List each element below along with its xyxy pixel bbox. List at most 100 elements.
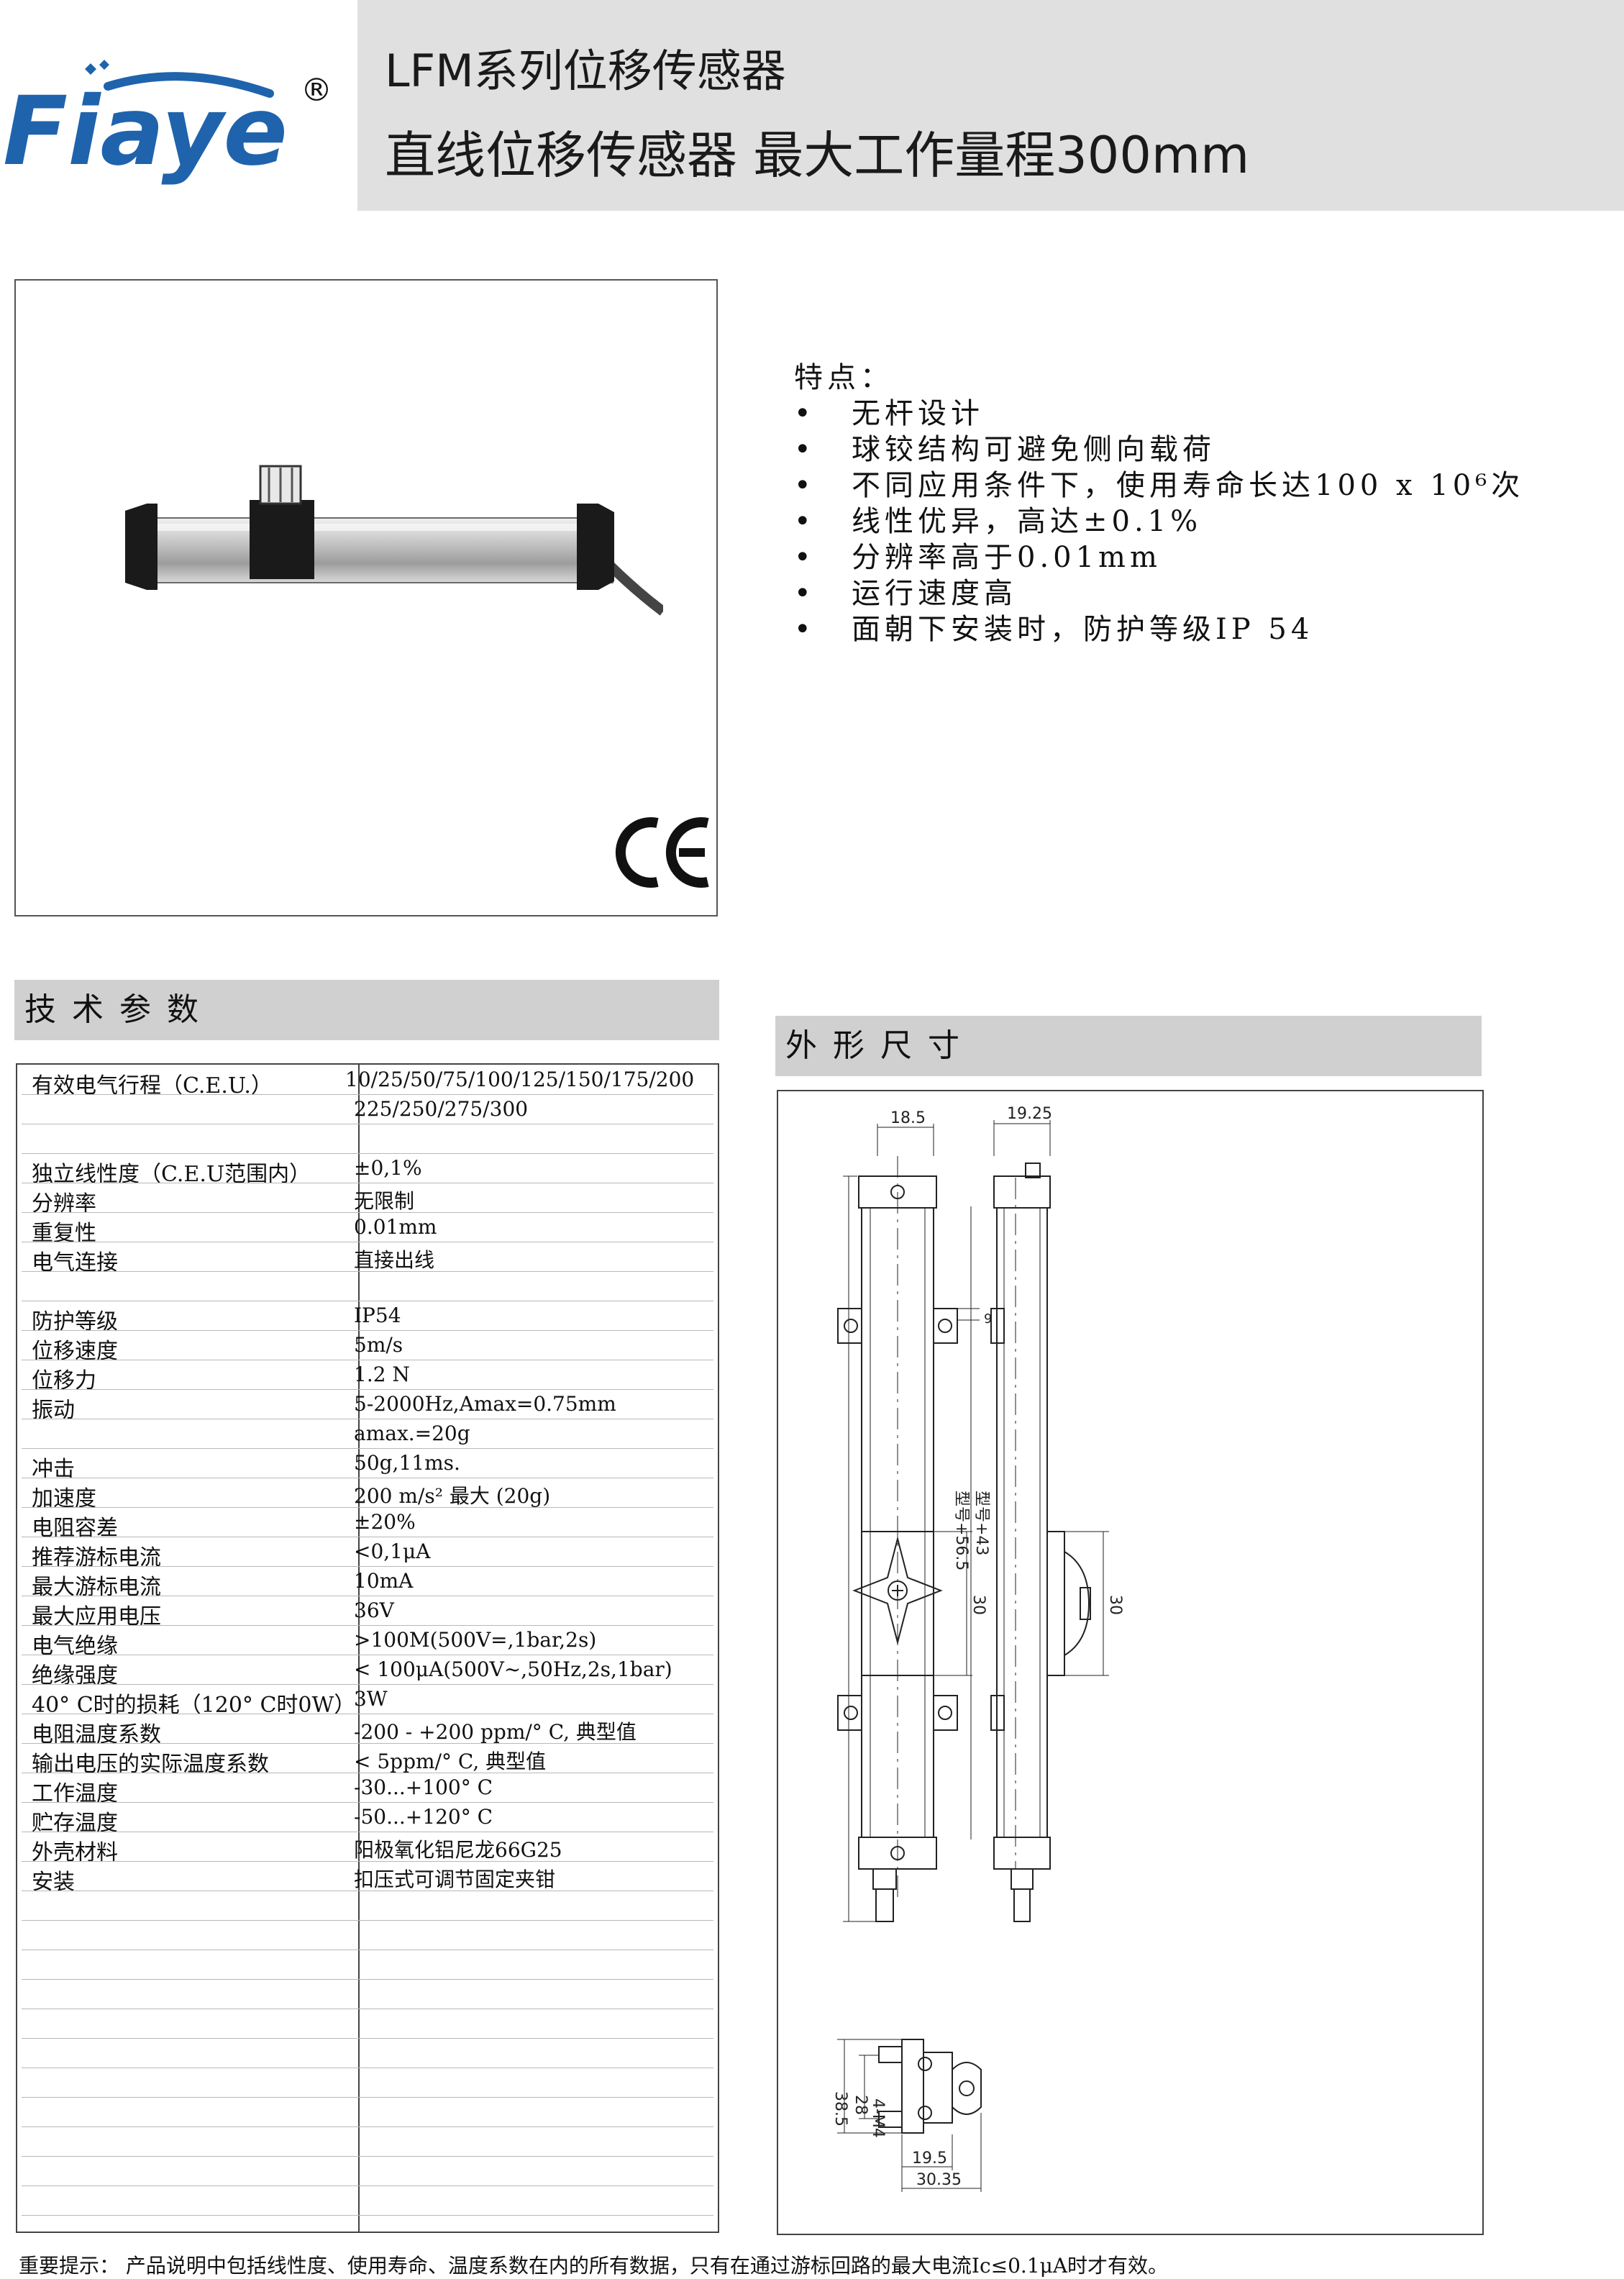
feature-text: 球铰结构可避免侧向载荷 bbox=[852, 433, 1215, 466]
spec-section-title: 技术参数 bbox=[14, 980, 719, 1040]
fiaye-logo: Fiaye ® bbox=[3, 60, 332, 187]
spec-value: -200 - +200 ppm/° C, 典型值 bbox=[354, 1720, 637, 1744]
empty-row-line bbox=[22, 2156, 713, 2157]
spec-value: ±0,1% bbox=[354, 1156, 422, 1180]
empty-row-line bbox=[22, 2126, 713, 2127]
spec-value: -50...+120° C bbox=[354, 1805, 493, 1829]
row-separator bbox=[22, 1153, 713, 1154]
empty-row-line bbox=[22, 2038, 713, 2039]
features-title: 特点： bbox=[794, 361, 893, 394]
dimension-drawing-box: 18.5 9 30 bbox=[777, 1090, 1484, 2235]
header-band bbox=[357, 0, 1624, 211]
bullet: • bbox=[794, 613, 816, 646]
spec-value: amax.=20g bbox=[354, 1421, 470, 1445]
spec-value: 5-2000Hz,Amax=0.75mm bbox=[354, 1392, 616, 1416]
feature-item: • 无杆设计 bbox=[794, 396, 1524, 432]
end-view: 38.5 28 4-M4 19.5 30.35 bbox=[831, 2039, 982, 2192]
bullet: • bbox=[794, 469, 816, 502]
bullet: • bbox=[794, 541, 816, 574]
dim-label-38-5: 38.5 bbox=[831, 2091, 849, 2126]
certification-text: CE bbox=[613, 813, 614, 814]
product-photo bbox=[125, 465, 663, 616]
spec-value: 1.2 N bbox=[354, 1363, 410, 1386]
dimension-drawing: 18.5 9 30 bbox=[831, 1105, 1124, 2192]
feature-text: 无杆设计 bbox=[852, 397, 984, 430]
row-separator bbox=[22, 1625, 713, 1626]
feature-text: 运行速度高 bbox=[852, 577, 1017, 610]
features-block: 特点： • 无杆设计 • 球铰结构可避免侧向载荷 • 不同应用条件下，使用寿命长达10… bbox=[794, 360, 1524, 647]
feature-item: • 不同应用条件下，使用寿命长达100 x 10⁶次 bbox=[794, 468, 1524, 504]
dim-label-overall-a: 型号+56.5 bbox=[952, 1491, 970, 1570]
dim-label-30-a: 30 bbox=[970, 1595, 987, 1615]
row-separator bbox=[22, 1389, 713, 1390]
spec-value: < 5ppm/° C, 典型值 bbox=[354, 1750, 547, 1773]
product-title: 直线位移传感器 最大工作量程300mm bbox=[385, 126, 1250, 185]
feature-text: 面朝下安装时，防护等级IP 54 bbox=[852, 613, 1314, 646]
row-separator bbox=[22, 1861, 713, 1862]
empty-row-line bbox=[22, 2215, 713, 2216]
row-separator bbox=[22, 1271, 713, 1272]
brand-name: Fiaye bbox=[3, 76, 288, 187]
feature-text: 线性优异，高达±0.1% bbox=[852, 505, 1203, 538]
feature-item: • 面朝下安装时，防护等级IP 54 bbox=[794, 611, 1524, 647]
dim-label-19-5: 19.5 bbox=[912, 2150, 947, 2167]
spec-value: 扣压式可调节固定夹钳 bbox=[354, 1868, 556, 1891]
spec-value: 直接出线 bbox=[354, 1248, 435, 1272]
feature-text: 不同应用条件下，使用寿命长达100 x 10⁶次 bbox=[852, 469, 1525, 502]
empty-row-line bbox=[22, 1920, 713, 1921]
feature-item: • 线性优异，高达±0.1% bbox=[794, 504, 1524, 540]
dim-label-4-m4: 4-M4 bbox=[869, 2098, 887, 2138]
product-image-box: CE bbox=[14, 279, 718, 916]
spec-value: 5m/s bbox=[354, 1333, 403, 1357]
dim-label-18-5: 18.5 bbox=[890, 1109, 926, 1127]
row-separator bbox=[22, 1212, 713, 1213]
dim-label-28: 28 bbox=[852, 2095, 870, 2115]
dim-label-30-35: 30.35 bbox=[916, 2171, 962, 2189]
empty-row-line bbox=[22, 2097, 713, 2098]
dim-label-19-25: 19.25 bbox=[1007, 1105, 1052, 1123]
empty-row-line bbox=[22, 2185, 713, 2186]
spec-value: 阳极氧化铝尼龙66G25 bbox=[354, 1838, 562, 1862]
spec-value: 3W bbox=[354, 1687, 388, 1711]
important-note: 重要提示： 产品说明中包括线性度、使用寿命、温度系数在内的所有数据，只有在通过游… bbox=[19, 2254, 1169, 2278]
feature-item: • 运行速度高 bbox=[794, 576, 1524, 611]
spec-value: 225/250/275/300 bbox=[354, 1097, 529, 1121]
ce-mark: CE bbox=[613, 813, 709, 888]
row-separator bbox=[22, 1802, 713, 1803]
spec-value: >100M(500V=,1bar,2s) bbox=[354, 1628, 597, 1652]
row-separator bbox=[22, 1094, 713, 1095]
side-view: 19.25 30 bbox=[990, 1105, 1124, 1922]
bullet: • bbox=[794, 505, 816, 538]
dimension-section-title: 外形尺寸 bbox=[775, 1016, 1482, 1076]
spec-value: 36V bbox=[354, 1598, 394, 1622]
front-view: 18.5 9 30 bbox=[837, 1109, 992, 1922]
row-separator bbox=[22, 1330, 713, 1331]
spec-value: <0,1μA bbox=[354, 1539, 431, 1563]
bullet: • bbox=[794, 397, 816, 430]
spec-value: 200 m/s² 最大 (20g) bbox=[354, 1484, 551, 1508]
registered-mark: ® bbox=[301, 72, 332, 109]
spec-value: 0.01mm bbox=[354, 1215, 437, 1239]
dim-label-30-b: 30 bbox=[1106, 1595, 1124, 1615]
spec-table: 有效电气行程（C.E.U.）10/25/50/75/100/125/150/17… bbox=[16, 1063, 719, 2233]
row-separator bbox=[22, 1448, 713, 1449]
row-separator bbox=[22, 1684, 713, 1685]
dim-label-overall-b: 型号+43 bbox=[972, 1491, 990, 1555]
dim-label-9: 9 bbox=[984, 1311, 992, 1327]
column-divider bbox=[358, 1065, 360, 2232]
row-separator bbox=[22, 1507, 713, 1508]
spec-value: 10mA bbox=[354, 1569, 414, 1593]
features-list: • 无杆设计 • 球铰结构可避免侧向载荷 • 不同应用条件下，使用寿命长达100 x … bbox=[794, 396, 1524, 647]
spec-value: -30...+100° C bbox=[354, 1775, 493, 1799]
bullet: • bbox=[794, 433, 816, 466]
row-separator bbox=[22, 1743, 713, 1744]
feature-item: • 球铰结构可避免侧向载荷 bbox=[794, 432, 1524, 468]
spec-value: 50g,11ms. bbox=[354, 1451, 460, 1475]
spec-value: < 100μA(500V~,50Hz,2s,1bar) bbox=[354, 1657, 672, 1681]
series-title: LFM系列位移传感器 bbox=[385, 45, 786, 97]
spec-value: ±20% bbox=[354, 1510, 416, 1534]
bullet: • bbox=[794, 577, 816, 610]
empty-row-line bbox=[22, 1979, 713, 1980]
feature-item: •分辨率高于0.01mm bbox=[794, 540, 1524, 576]
row-separator bbox=[22, 1566, 713, 1567]
